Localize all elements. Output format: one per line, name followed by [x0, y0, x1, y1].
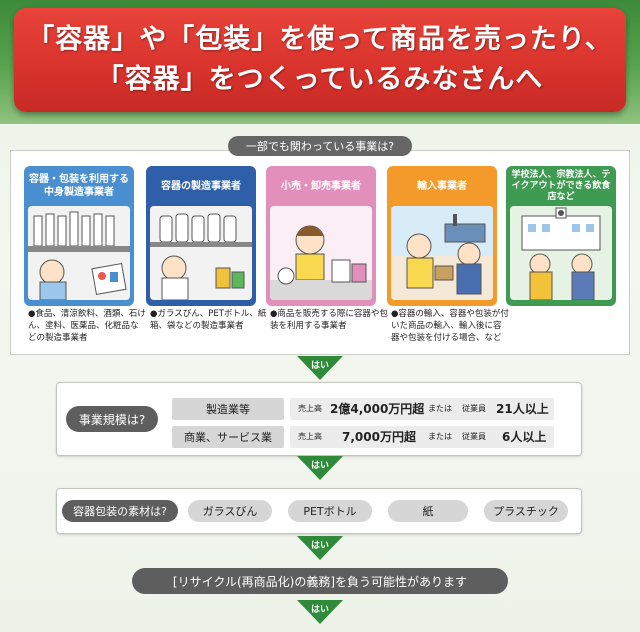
scale-question: 事業規模は? — [66, 406, 158, 432]
employee-label: 従業員 — [462, 432, 486, 441]
material-plastic: プラスチック — [484, 500, 568, 522]
or-label: または — [428, 404, 452, 413]
category-importer: 輸入事業者 — [387, 166, 497, 306]
title-banner: 「容器」や「包装」を使って商品を売ったり、 「容器」をつくっているみなさんへ — [14, 8, 626, 112]
category-desc: ●食品、清涼飲料、酒類、石けん、塗料、医薬品、化粧品などの製造事業者 — [28, 309, 146, 343]
category-desc: ●容器の輸入、容器や包装が付いた商品の輸入、輸入後に容器や包装を付ける場合、など — [391, 309, 509, 343]
yes-label: はい — [310, 605, 329, 615]
yes-arrow: はい — [297, 356, 343, 380]
category-retailer: 小売・卸売事業者 — [266, 166, 376, 306]
yes-arrow: はい — [297, 456, 343, 480]
category-content-manufacturer: 容器・包装を利用する中身製造事業者 — [24, 166, 134, 306]
yes-label: はい — [310, 361, 329, 371]
port-illustration — [391, 206, 493, 300]
material-glass: ガラスびん — [188, 500, 272, 522]
employee-label: 従業員 — [462, 404, 486, 413]
sales-threshold: 2億4,000万円超 — [330, 402, 425, 416]
sales-label: 売上高 — [298, 432, 322, 441]
category-label: 学校法人、宗教法人、テイクアウトができる飲食店など — [511, 169, 611, 202]
school-illustration — [510, 206, 612, 300]
category-label: 容器・包装を利用する中身製造事業者 — [29, 174, 129, 198]
yes-label: はい — [310, 541, 329, 551]
employee-threshold: 6人以上 — [502, 430, 547, 444]
sales-threshold: 7,000万円超 — [342, 430, 416, 444]
yes-arrow: はい — [297, 536, 343, 560]
or-label: または — [428, 432, 452, 441]
category-other-organizations: 学校法人、宗教法人、テイクアウトができる飲食店など — [506, 166, 616, 306]
threshold-row: 売上高 2億4,000万円超 または 従業員 21人以上 — [290, 398, 554, 420]
material-paper: 紙 — [388, 500, 468, 522]
yes-label: はい — [310, 461, 329, 471]
category-label: 輸入事業者 — [417, 180, 467, 192]
category-desc: ●ガラスびん、PETボトル、紙箱、袋などの製造事業者 — [150, 309, 267, 331]
title-line-2: 「容器」をつくっているみなさんへ — [96, 64, 544, 95]
sales-label: 売上高 — [298, 404, 322, 413]
material-question: 容器包装の素材は? — [62, 500, 178, 522]
business-question: 一部でも関わっている事業は? — [228, 136, 412, 156]
employee-threshold: 21人以上 — [496, 402, 549, 416]
category-label: 小売・卸売事業者 — [281, 180, 361, 192]
category-desc: ●商品を販売する際に容器や包装を利用する事業者 — [270, 309, 388, 331]
shop-illustration — [270, 206, 372, 300]
industry-type: 商業、サービス業 — [172, 426, 284, 448]
industry-type: 製造業等 — [172, 398, 284, 420]
threshold-row: 売上高 7,000万円超 または 従業員 6人以上 — [290, 426, 554, 448]
yes-arrow: はい — [297, 600, 343, 624]
material-pet: PETボトル — [288, 500, 372, 522]
recycling-obligation-result: [リサイクル(再商品化)の義務]を負う可能性があります — [132, 568, 508, 594]
category-label: 容器の製造事業者 — [161, 180, 241, 192]
bottles-illustration — [150, 206, 252, 300]
title-line-1: 「容器」や「包装」を使って商品を売ったり、 — [27, 24, 613, 55]
factory-illustration — [28, 206, 130, 300]
category-container-manufacturer: 容器の製造事業者 — [146, 166, 256, 306]
